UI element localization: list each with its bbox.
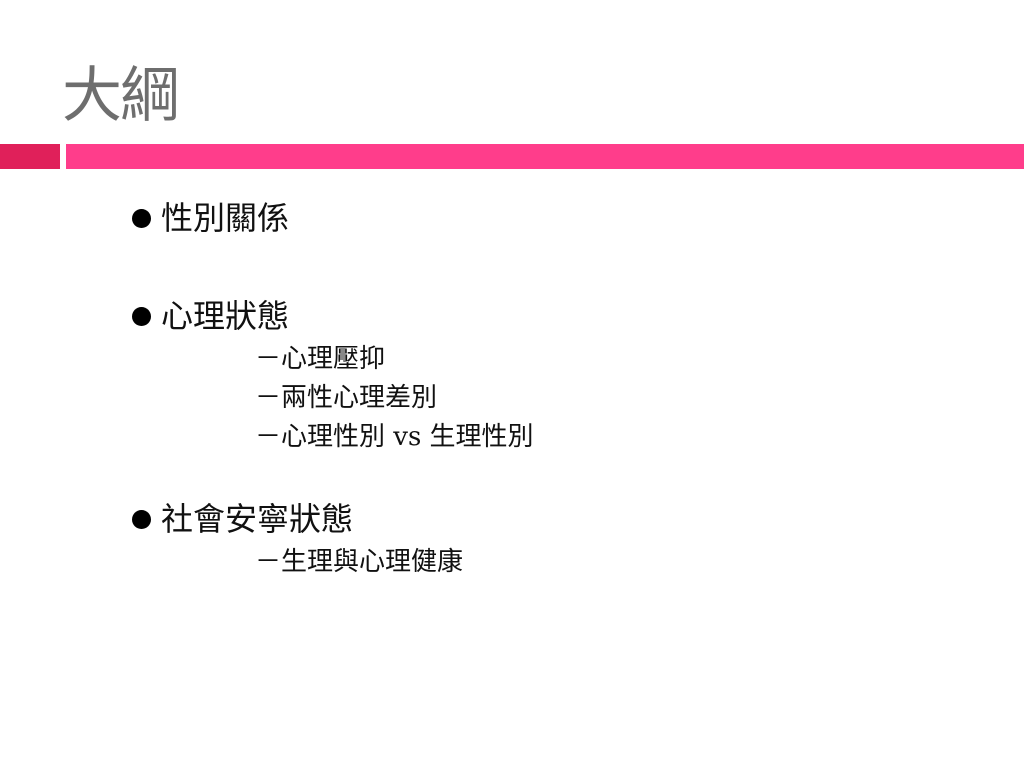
subitem-list: －生理與心理健康 [128, 543, 988, 582]
bullet-dot-icon [132, 509, 151, 529]
accent-bar-left [0, 144, 60, 169]
subitem: －生理與心理健康 [255, 547, 464, 577]
bullet-dot-icon [132, 306, 151, 326]
bullet-dot-icon [132, 208, 151, 228]
bullet-label: 社會安寧狀態 [161, 500, 354, 538]
bullet-list: 性別關係 心理狀態 －心理壓抑 －兩性心理差別 －心理性別 vs 生理性別 社會… [128, 196, 988, 582]
bullet-item: 社會安寧狀態 [128, 497, 988, 541]
bullet-item: 性別關係 [128, 196, 988, 240]
subitem: －心理性別 vs 生理性別 [255, 422, 534, 452]
bullet-label: 心理狀態 [161, 297, 290, 335]
subitem: －兩性心理差別 [255, 383, 438, 413]
slide-title: 大綱 [62, 61, 180, 131]
bullet-label: 性別關係 [161, 199, 290, 237]
bullet-item: 心理狀態 [128, 294, 988, 338]
accent-bar-right [66, 144, 1024, 169]
subitem: －心理壓抑 [255, 344, 386, 374]
subitem-list: －心理壓抑 －兩性心理差別 －心理性別 vs 生理性別 [128, 340, 988, 457]
